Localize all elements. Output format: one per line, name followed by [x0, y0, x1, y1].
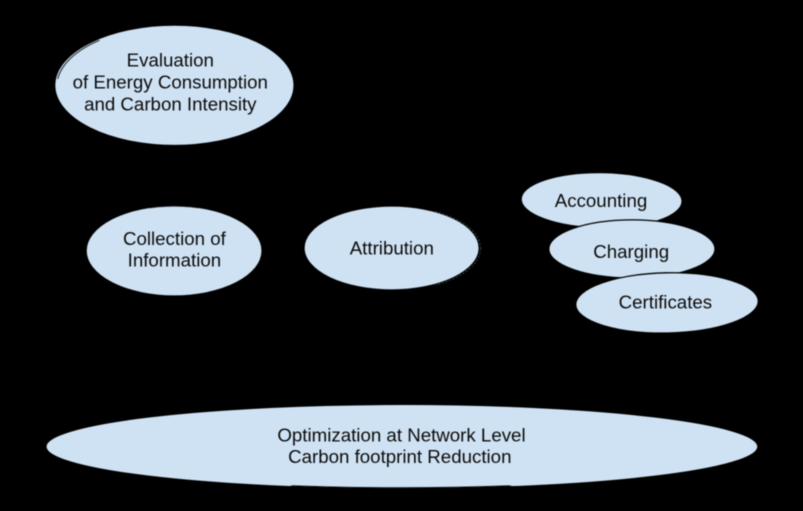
- svg-text:Information: Information: [128, 249, 221, 270]
- svg-text:Certificates: Certificates: [619, 292, 712, 313]
- svg-text:Accounting: Accounting: [555, 190, 647, 211]
- svg-text:Attribution: Attribution: [350, 237, 434, 258]
- svg-text:Charging: Charging: [593, 241, 669, 262]
- svg-text:Collection of: Collection of: [123, 228, 227, 249]
- svg-text:Evaluation: Evaluation: [127, 50, 214, 71]
- svg-text:of Energy Consumption: of Energy Consumption: [73, 72, 268, 93]
- svg-text:Carbon footprint Reduction: Carbon footprint Reduction: [288, 446, 511, 467]
- svg-text:and Carbon Intensity: and Carbon Intensity: [84, 94, 257, 115]
- svg-text:Optimization at Network Level: Optimization at Network Level: [277, 425, 525, 446]
